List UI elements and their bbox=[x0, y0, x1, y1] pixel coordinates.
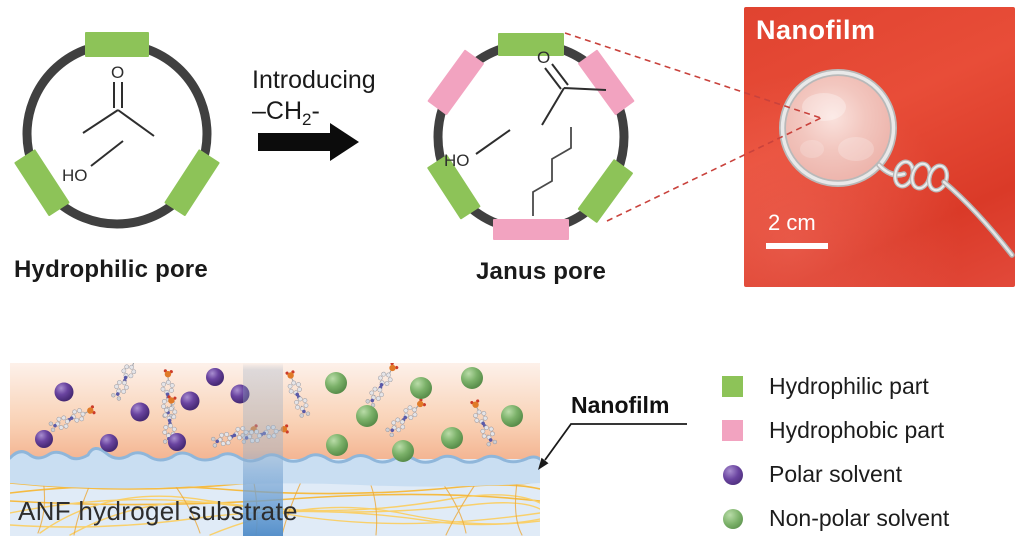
nanofilm-photo: Nanofilm 2 cm bbox=[744, 7, 1015, 287]
polar-solvent-sphere bbox=[168, 433, 186, 451]
hydrophobic-segment bbox=[493, 219, 569, 240]
legend-row-hydrophilic: Hydrophilic part bbox=[722, 373, 949, 399]
hydrophilic-pore-diagram: O HO bbox=[14, 32, 220, 229]
hydroxyl-label: HO bbox=[62, 166, 88, 185]
polar-solvent-spheres bbox=[35, 368, 250, 452]
legend-row-polar: Polar solvent bbox=[722, 461, 949, 487]
hydrophobic-segment bbox=[578, 49, 635, 115]
hydrophilic-pore-caption: Hydrophilic pore bbox=[14, 256, 208, 283]
transition-text-line1: Introducing bbox=[252, 66, 376, 94]
nonpolar-solvent-sphere bbox=[325, 372, 347, 394]
solvent-molecule bbox=[381, 396, 431, 439]
scale-bar-label: 2 cm bbox=[768, 210, 816, 235]
ch2-suffix: - bbox=[311, 97, 320, 125]
janus-pore-caption: Janus pore bbox=[476, 258, 607, 285]
legend-row-nonpolar: Non-polar solvent bbox=[722, 505, 950, 531]
substrate-label: ANF hydrogel substrate bbox=[18, 496, 298, 526]
hydrophilic-segment bbox=[498, 33, 564, 56]
hydrophobic-segment bbox=[427, 49, 484, 115]
ch2-prefix: –CH bbox=[252, 97, 303, 125]
carbonyl-oxygen-label: O bbox=[537, 48, 550, 67]
hydrophilic-segment bbox=[14, 149, 70, 217]
legend: Hydrophilic part Hydrophobic part Polar … bbox=[722, 373, 950, 536]
polar-solvent-sphere bbox=[54, 382, 74, 402]
permeation-channel bbox=[243, 363, 283, 536]
nonpolar-solvent-sphere bbox=[441, 427, 463, 449]
legend-label: Hydrophilic part bbox=[769, 373, 929, 399]
alkyl-chain bbox=[532, 127, 572, 216]
janus-pore-diagram: O HO bbox=[427, 33, 635, 240]
pore-ring bbox=[22, 39, 212, 229]
carbonyl-oxygen-label: O bbox=[111, 63, 124, 82]
legend-row-hydrophobic: Hydrophobic part bbox=[722, 417, 949, 443]
cross-section-panel: ANF hydrogel substrate bbox=[10, 363, 540, 536]
wire-coil bbox=[876, 159, 1015, 258]
cross-section-graphic bbox=[10, 363, 540, 536]
film-sheen bbox=[802, 93, 846, 121]
ketone-structure bbox=[541, 63, 607, 126]
nonpolar-solvent-sphere bbox=[410, 377, 432, 399]
legend-label: Polar solvent bbox=[769, 461, 902, 487]
methanol-bond bbox=[475, 129, 511, 155]
nonpolar-solvent-sphere bbox=[501, 405, 523, 427]
ch2-subscript: 2 bbox=[302, 110, 312, 129]
transition-text-line2: –CH2- bbox=[252, 97, 320, 130]
nanofilm-callout-label: Nanofilm bbox=[571, 392, 670, 418]
polar-solvent-sphere bbox=[100, 434, 118, 452]
acetone-structure bbox=[82, 82, 155, 137]
nonpolar-solvent-spheres bbox=[325, 367, 523, 462]
solvent-molecule bbox=[360, 363, 405, 409]
hydrophilic-segment bbox=[427, 154, 481, 220]
solvent-molecule bbox=[469, 396, 498, 449]
polar-solvent-sphere bbox=[35, 430, 53, 448]
legend-label: Non-polar solvent bbox=[769, 505, 950, 531]
nanofilm-callout-arrow bbox=[538, 423, 687, 470]
film-sheen bbox=[838, 137, 874, 161]
hydrophilic-swatch bbox=[722, 376, 743, 397]
nonpolar-solvent-sphere bbox=[392, 440, 414, 462]
wire-tail bbox=[942, 180, 1014, 257]
polar-solvent-swatch bbox=[723, 464, 743, 485]
pore-ring bbox=[433, 39, 629, 235]
scale-bar bbox=[766, 243, 828, 249]
hydrophobic-swatch bbox=[722, 420, 743, 441]
legend-label: Hydrophobic part bbox=[769, 417, 945, 443]
photo-title: Nanofilm bbox=[756, 15, 876, 45]
solvent-molecule bbox=[105, 363, 148, 403]
polar-solvent-sphere bbox=[180, 391, 200, 411]
nonpolar-solvent-sphere bbox=[356, 405, 378, 427]
film-sheen bbox=[800, 140, 824, 158]
hydrophilic-segment bbox=[164, 149, 220, 217]
solvent-molecule bbox=[46, 404, 99, 433]
polar-solvent-sphere bbox=[130, 402, 150, 422]
nonpolar-solvent-sphere bbox=[461, 367, 483, 389]
nonpolar-solvent-swatch bbox=[723, 508, 743, 529]
solvent-molecule bbox=[284, 368, 311, 420]
hydrophilic-segment bbox=[85, 32, 149, 57]
methanol-bond bbox=[90, 140, 124, 167]
hydroxyl-label: HO bbox=[444, 151, 470, 170]
nonpolar-solvent-sphere bbox=[326, 434, 348, 456]
polar-solvent-sphere bbox=[206, 368, 224, 386]
hydrophilic-segment bbox=[577, 159, 633, 223]
